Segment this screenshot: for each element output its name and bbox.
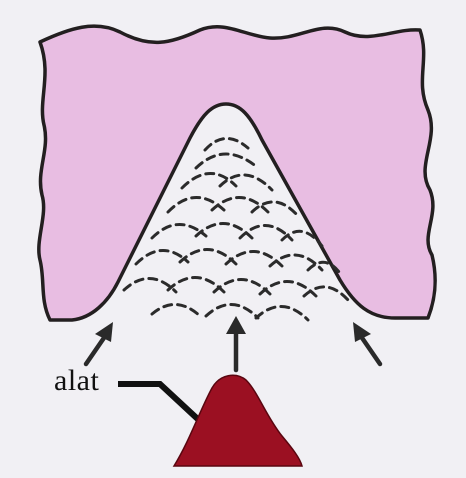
cut-line (206, 304, 258, 318)
arrows (86, 316, 380, 370)
cut-line (196, 154, 258, 168)
tool-label: alat (54, 366, 99, 396)
cut-line (212, 197, 268, 212)
cut-line (220, 175, 272, 190)
cut-line (304, 287, 348, 300)
arrow-up-icon (353, 322, 380, 364)
cut-line (252, 202, 298, 216)
tool-blob-icon (174, 375, 302, 466)
cut-line (182, 173, 236, 188)
arrow-up-icon (86, 322, 113, 364)
cut-line (256, 306, 308, 320)
cut-line (168, 197, 224, 212)
cut-line (152, 304, 200, 316)
material-block (39, 26, 435, 320)
cut-line (205, 138, 248, 150)
arrow-up-icon (226, 316, 246, 370)
